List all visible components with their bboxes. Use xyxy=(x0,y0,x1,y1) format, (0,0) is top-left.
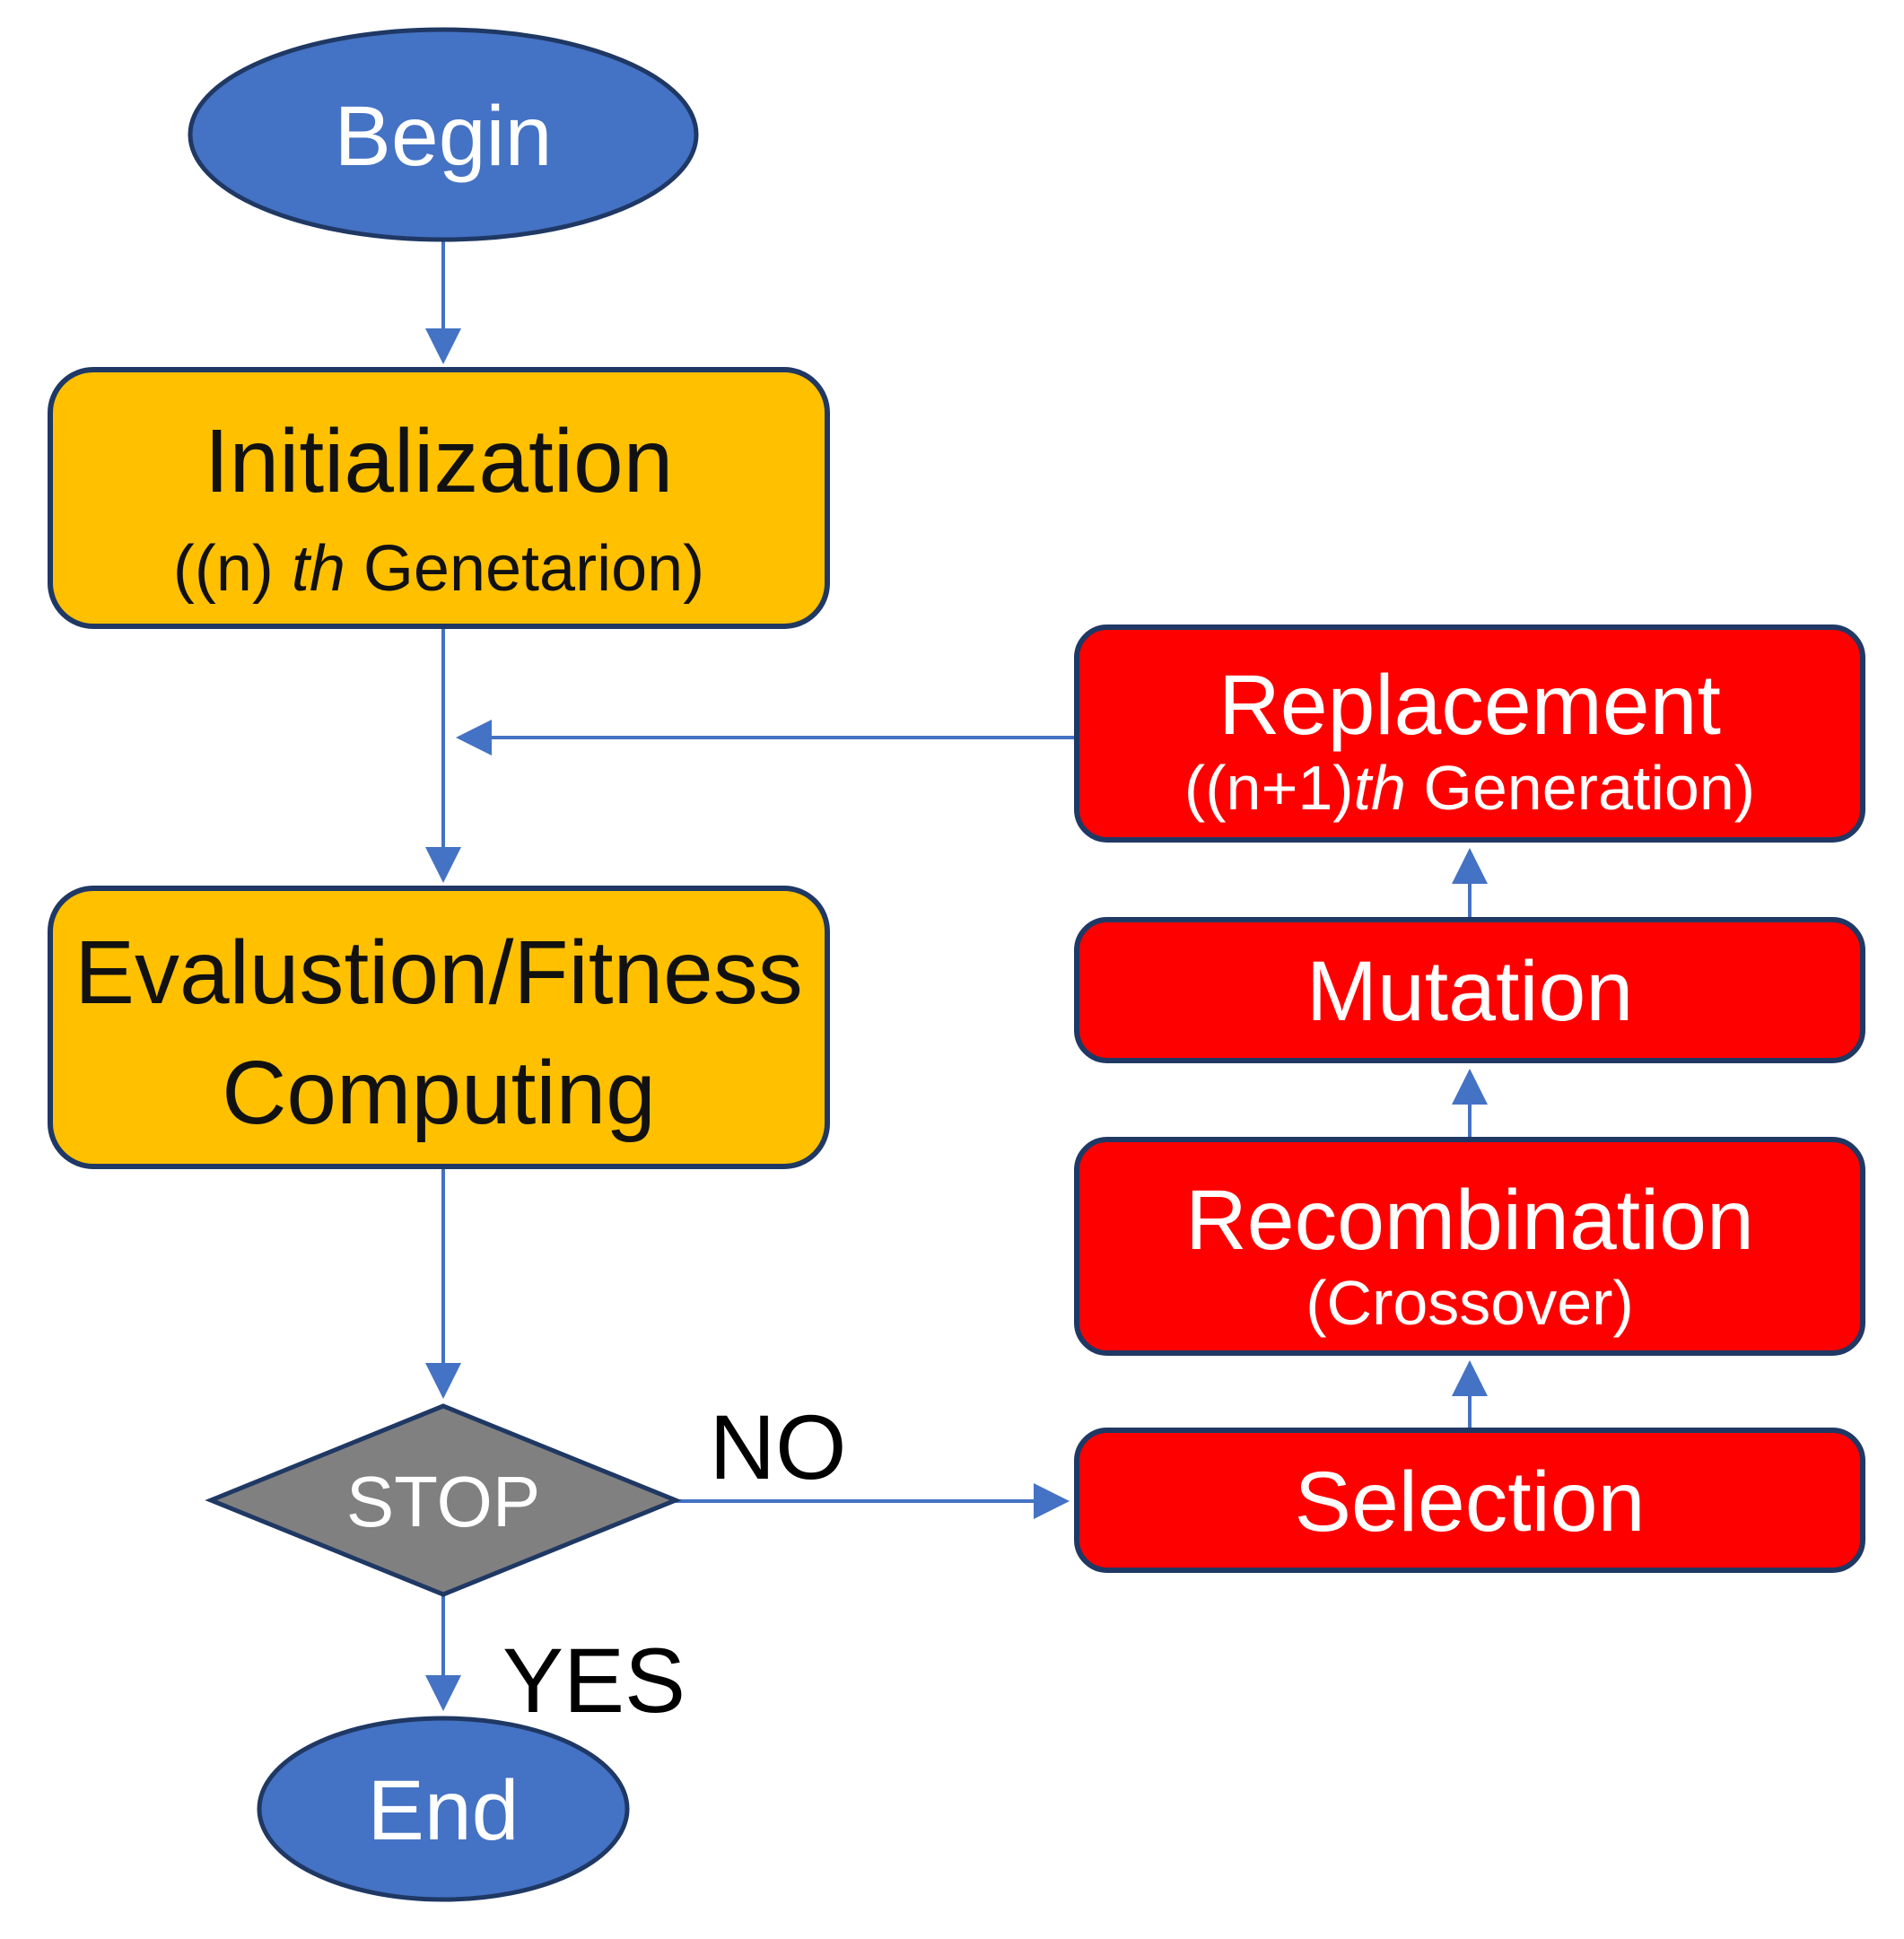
yes-branch-label: YES xyxy=(502,1629,686,1732)
replacement-sublabel: ((n+1)th Generation) xyxy=(1184,753,1755,823)
node-replacement: Replacement ((n+1)th Generation) xyxy=(1074,624,1865,843)
begin-ellipse xyxy=(188,27,699,242)
mutation-label: Mutation xyxy=(1306,944,1633,1039)
node-selection: Selection xyxy=(1074,1428,1865,1573)
end-ellipse xyxy=(257,1716,630,1902)
selection-label: Selection xyxy=(1295,1454,1646,1550)
node-recombination: Recombination (Crossover) xyxy=(1074,1137,1865,1356)
node-initialization: Initialization ((n) th Genetarion) xyxy=(48,367,830,629)
recombination-label: Recombination xyxy=(1185,1173,1754,1268)
stop-diamond xyxy=(205,1403,682,1597)
recombination-box xyxy=(1074,1137,1865,1356)
replacement-label: Replacement xyxy=(1218,658,1721,753)
node-begin: Begin xyxy=(188,27,699,242)
stop-label: STOP xyxy=(346,1462,540,1542)
no-branch-label: NO xyxy=(710,1396,847,1498)
replacement-box xyxy=(1074,624,1865,843)
selection-box xyxy=(1074,1428,1865,1573)
node-stop: STOP xyxy=(205,1403,682,1597)
node-evaluation: Evalustion/Fitness Computing xyxy=(48,886,830,1169)
begin-label: Begin xyxy=(335,89,553,184)
end-label: End xyxy=(367,1763,519,1858)
node-mutation: Mutation xyxy=(1074,917,1865,1063)
recombination-sublabel: (Crossover) xyxy=(1306,1268,1634,1338)
node-end: End xyxy=(257,1716,630,1902)
evaluation-label-line2: Computing xyxy=(222,1043,656,1143)
evaluation-label-line1: Evalustion/Fitness xyxy=(74,922,802,1023)
initialization-box xyxy=(48,367,830,629)
mutation-box xyxy=(1074,917,1865,1063)
initialization-label: Initialization xyxy=(205,411,674,511)
initialization-sublabel: ((n) th Genetarion) xyxy=(173,533,704,605)
evaluation-box xyxy=(48,886,830,1169)
